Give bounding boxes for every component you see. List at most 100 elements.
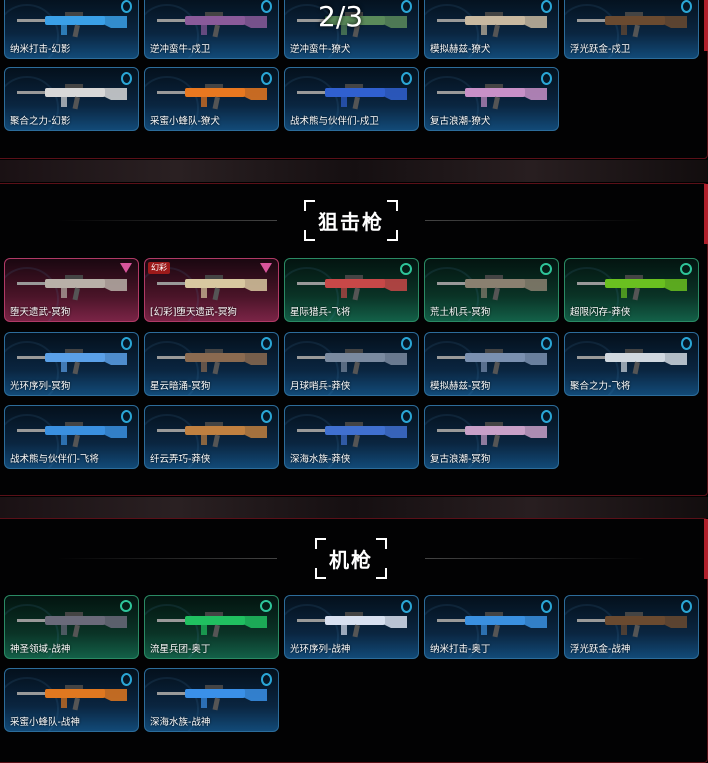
skin-card[interactable]: 逆冲蛮牛-獠犬 bbox=[284, 0, 419, 59]
skin-name: 超限闪存-莽侠 bbox=[570, 307, 631, 318]
page-indicator: 2/3 bbox=[318, 0, 364, 33]
skin-name: 逆冲蛮牛-獠犬 bbox=[290, 44, 351, 55]
rarity-badge-icon bbox=[261, 410, 272, 423]
variant-tag: 幻彩 bbox=[148, 262, 170, 274]
skin-name: 聚合之力-幻影 bbox=[10, 116, 71, 127]
skin-card[interactable]: 幻彩 [幻彩]堕天遗武-冥狗 bbox=[144, 258, 279, 322]
skin-name: 浮光跃金-战神 bbox=[570, 644, 631, 655]
skin-card[interactable]: 聚合之力-幻影 bbox=[4, 67, 139, 131]
skin-card[interactable]: 光环序列-冥狗 bbox=[4, 332, 139, 396]
card-bg-ring bbox=[145, 76, 199, 130]
skin-card[interactable]: 深海水族-莽侠 bbox=[284, 405, 419, 469]
skin-card[interactable]: 聚合之力-飞将 bbox=[564, 332, 699, 396]
rarity-badge-icon bbox=[541, 72, 552, 85]
skin-card[interactable]: 纳米打击-幻影 bbox=[4, 0, 139, 59]
rarity-badge-icon bbox=[541, 410, 552, 423]
card-bg-ring bbox=[425, 76, 479, 130]
card-bg-ring bbox=[565, 604, 619, 658]
card-bg-ring bbox=[5, 76, 59, 130]
weapon-image bbox=[157, 275, 267, 301]
rarity-badge-icon bbox=[121, 72, 132, 85]
card-bg-ring bbox=[5, 4, 59, 58]
rarity-badge-icon bbox=[261, 673, 272, 686]
skin-name: 逆冲蛮牛-戍卫 bbox=[150, 44, 211, 55]
header-line bbox=[425, 220, 645, 221]
skin-card[interactable]: 堕天遗武-冥狗 bbox=[4, 258, 139, 322]
rarity-badge-icon bbox=[541, 0, 552, 13]
weapon-image bbox=[297, 275, 407, 301]
rarity-badge-icon bbox=[121, 673, 132, 686]
skin-card[interactable]: 逆冲蛮牛-戍卫 bbox=[144, 0, 279, 59]
weapon-image bbox=[157, 349, 267, 375]
weapon-image bbox=[17, 685, 127, 711]
card-bg-ring bbox=[5, 341, 59, 395]
card-bg-ring bbox=[285, 267, 339, 321]
skin-card[interactable]: 星际猎兵-飞将 bbox=[284, 258, 419, 322]
card-bg-ring bbox=[425, 267, 479, 321]
card-bg-ring bbox=[565, 267, 619, 321]
rarity-badge-icon bbox=[681, 337, 692, 350]
weapon-image bbox=[577, 12, 687, 38]
skin-name: 流星兵团-奥丁 bbox=[150, 644, 211, 655]
skin-name: 纤云弄巧-莽侠 bbox=[150, 454, 211, 465]
weapon-image bbox=[437, 12, 547, 38]
legendary-rarity-icon bbox=[260, 263, 272, 273]
skin-card[interactable]: 采蜜小蜂队-战神 bbox=[4, 668, 139, 732]
card-bg-ring bbox=[425, 4, 479, 58]
skin-card[interactable]: 神圣领域-战神 bbox=[4, 595, 139, 659]
rarity-badge-icon bbox=[260, 600, 272, 612]
skin-card[interactable]: 纳米打击-奥丁 bbox=[424, 595, 559, 659]
skin-name: 复古浪潮-獠犬 bbox=[430, 116, 491, 127]
skin-name: 战术熊与伙伴们-戍卫 bbox=[290, 116, 379, 127]
skin-name: 堕天遗武-冥狗 bbox=[10, 307, 71, 318]
skin-card[interactable]: 荒土机兵-冥狗 bbox=[424, 258, 559, 322]
section-title: 狙击枪 bbox=[318, 209, 384, 234]
card-bg-ring bbox=[285, 4, 339, 58]
skin-card[interactable]: 浮光跃金-战神 bbox=[564, 595, 699, 659]
weapon-image bbox=[297, 349, 407, 375]
skin-card[interactable]: 采蜜小蜂队-獠犬 bbox=[144, 67, 279, 131]
card-bg-ring bbox=[285, 604, 339, 658]
skin-name: 战术熊与伙伴们-飞将 bbox=[10, 454, 99, 465]
section-header: 狙击枪 bbox=[0, 199, 705, 241]
skin-card[interactable]: 模拟赫兹-獠犬 bbox=[424, 0, 559, 59]
rarity-badge-icon bbox=[401, 600, 412, 613]
skin-card[interactable]: 光环序列-战神 bbox=[284, 595, 419, 659]
skin-card[interactable]: 浮光跃金-戍卫 bbox=[564, 0, 699, 59]
skin-name: 月球哨兵-莽侠 bbox=[290, 381, 351, 392]
skin-name: 光环序列-冥狗 bbox=[10, 381, 71, 392]
skin-card[interactable]: 星云暗涌-冥狗 bbox=[144, 332, 279, 396]
header-line bbox=[57, 220, 277, 221]
weapon-image bbox=[17, 84, 127, 110]
skin-name: 模拟赫兹-獠犬 bbox=[430, 44, 491, 55]
skin-name: 纳米打击-幻影 bbox=[10, 44, 71, 55]
skin-card[interactable]: 模拟赫兹-冥狗 bbox=[424, 332, 559, 396]
weapon-image bbox=[157, 12, 267, 38]
skin-name: 星际猎兵-飞将 bbox=[290, 307, 351, 318]
skin-card[interactable]: 深海水族-战神 bbox=[144, 668, 279, 732]
skin-card[interactable]: 纤云弄巧-莽侠 bbox=[144, 405, 279, 469]
rarity-badge-icon bbox=[121, 410, 132, 423]
skin-card[interactable]: 战术熊与伙伴们-飞将 bbox=[4, 405, 139, 469]
card-bg-ring bbox=[565, 4, 619, 58]
weapon-image bbox=[17, 349, 127, 375]
skin-card[interactable]: 超限闪存-莽侠 bbox=[564, 258, 699, 322]
skin-name: [幻彩]堕天遗武-冥狗 bbox=[150, 307, 237, 318]
rarity-badge-icon bbox=[401, 337, 412, 350]
skin-card[interactable]: 流星兵团-奥丁 bbox=[144, 595, 279, 659]
skin-card[interactable]: 战术熊与伙伴们-戍卫 bbox=[284, 67, 419, 131]
rarity-badge-icon bbox=[121, 337, 132, 350]
weapon-image bbox=[297, 422, 407, 448]
skin-card[interactable]: 复古浪潮-冥狗 bbox=[424, 405, 559, 469]
rarity-badge-icon bbox=[261, 0, 272, 13]
weapon-image bbox=[297, 612, 407, 638]
card-bg-ring bbox=[425, 341, 479, 395]
weapon-image bbox=[437, 84, 547, 110]
skin-card[interactable]: 复古浪潮-獠犬 bbox=[424, 67, 559, 131]
card-bg-ring bbox=[285, 76, 339, 130]
skin-card[interactable]: 月球哨兵-莽侠 bbox=[284, 332, 419, 396]
weapon-image bbox=[437, 422, 547, 448]
section-title: 机枪 bbox=[329, 547, 373, 572]
skin-name: 光环序列-战神 bbox=[290, 644, 351, 655]
rarity-badge-icon bbox=[541, 600, 552, 613]
